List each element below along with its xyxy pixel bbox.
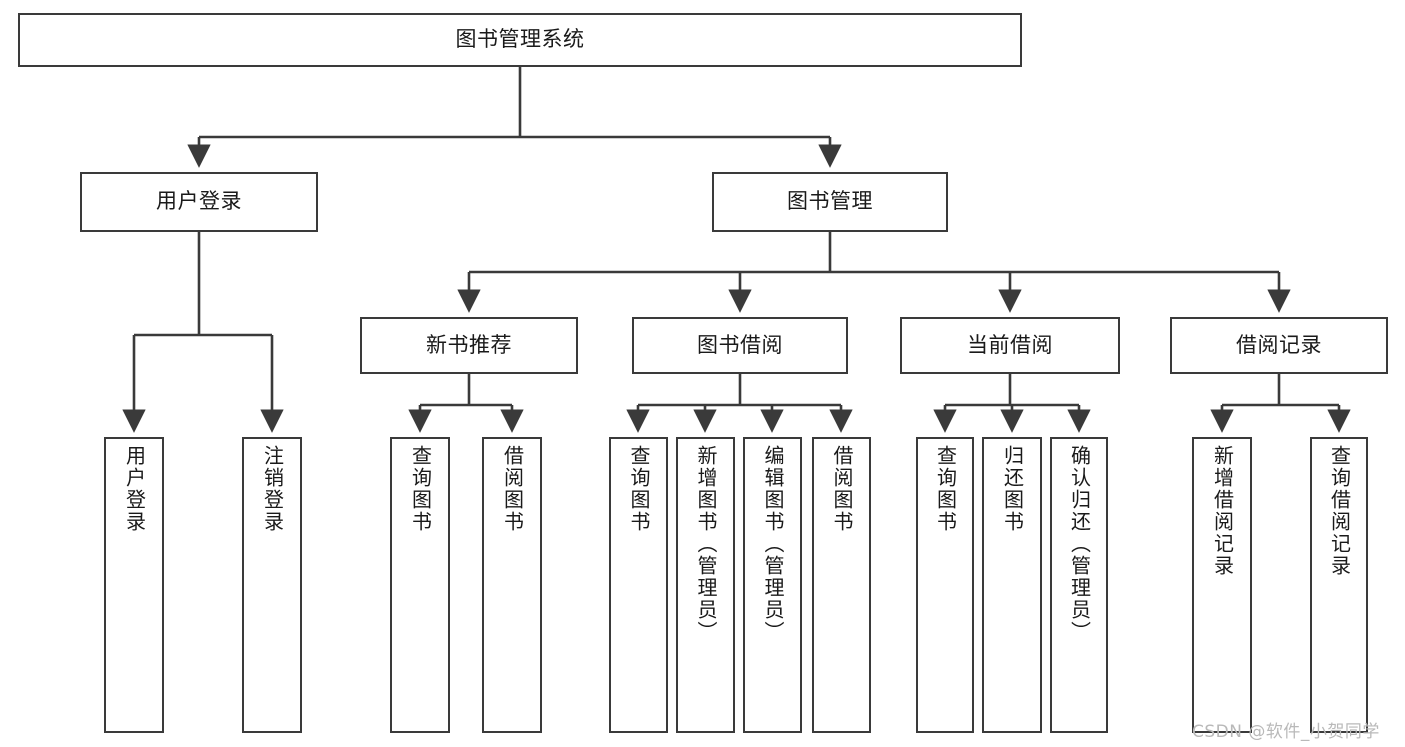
edges-newbook-to-leaves [408, 374, 524, 433]
node-book-borrow[interactable]: 图书借阅 [632, 317, 848, 374]
edges-booksmgmt-to-level2 [457, 232, 1291, 313]
leaf-borrow-book[interactable]: 借阅图书 [812, 437, 871, 733]
node-book-management[interactable]: 图书管理 [712, 172, 948, 232]
node-user-login[interactable]: 用户登录 [80, 172, 318, 232]
node-borrow-record-label: 借阅记录 [1236, 332, 1322, 357]
leaf-add-book-admin[interactable]: 新增图书（管理员） [676, 437, 735, 733]
leaf-confirm-return-admin-label: 确认归还（管理员） [1067, 445, 1092, 643]
leaf-query-book-current[interactable]: 查询图书 [916, 437, 974, 733]
node-new-book-recommend[interactable]: 新书推荐 [360, 317, 578, 374]
leaf-query-borrow-record[interactable]: 查询借阅记录 [1310, 437, 1368, 733]
leaf-return-book-label: 归还图书 [1000, 445, 1025, 533]
leaf-user-login-label: 用户登录 [122, 445, 147, 533]
leaf-logout-label: 注销登录 [260, 445, 285, 533]
edges-root-to-level1 [187, 67, 842, 168]
leaf-borrow-book-label: 借阅图书 [830, 445, 854, 533]
leaf-logout[interactable]: 注销登录 [242, 437, 302, 733]
node-new-book-recommend-label: 新书推荐 [426, 332, 512, 357]
leaf-user-login[interactable]: 用户登录 [104, 437, 164, 733]
node-current-borrow[interactable]: 当前借阅 [900, 317, 1120, 374]
edges-borrowbook-to-leaves [626, 374, 853, 433]
leaf-query-book-borrow-label: 查询图书 [627, 445, 651, 533]
leaf-query-borrow-record-label: 查询借阅记录 [1327, 445, 1352, 577]
edges-borrowrecord-to-leaves [1210, 374, 1351, 433]
leaf-query-book-recommend[interactable]: 查询图书 [390, 437, 450, 733]
node-book-management-label: 图书管理 [787, 189, 873, 214]
node-user-login-label: 用户登录 [156, 189, 242, 214]
leaf-borrow-book-recommend[interactable]: 借阅图书 [482, 437, 542, 733]
edges-currentborrow-to-leaves [933, 374, 1091, 433]
leaf-confirm-return-admin[interactable]: 确认归还（管理员） [1050, 437, 1108, 733]
node-root[interactable]: 图书管理系统 [18, 13, 1022, 67]
leaf-query-book-recommend-label: 查询图书 [408, 445, 433, 533]
leaf-add-borrow-record-label: 新增借阅记录 [1210, 445, 1235, 577]
node-root-label: 图书管理系统 [455, 27, 585, 52]
leaf-borrow-book-recommend-label: 借阅图书 [500, 445, 525, 533]
node-book-borrow-label: 图书借阅 [697, 332, 783, 357]
leaf-query-book-borrow[interactable]: 查询图书 [609, 437, 668, 733]
node-current-borrow-label: 当前借阅 [967, 332, 1053, 357]
leaf-edit-book-admin-label: 编辑图书（管理员） [761, 445, 785, 643]
leaf-edit-book-admin[interactable]: 编辑图书（管理员） [743, 437, 802, 733]
leaf-query-book-current-label: 查询图书 [933, 445, 958, 533]
watermark-text: CSDN @软件_小贺同学 [1192, 722, 1380, 742]
node-borrow-record[interactable]: 借阅记录 [1170, 317, 1388, 374]
leaf-return-book[interactable]: 归还图书 [982, 437, 1042, 733]
leaf-add-book-admin-label: 新增图书（管理员） [694, 445, 718, 643]
leaf-add-borrow-record[interactable]: 新增借阅记录 [1192, 437, 1252, 733]
edges-userlogin-to-leaves [122, 232, 284, 433]
